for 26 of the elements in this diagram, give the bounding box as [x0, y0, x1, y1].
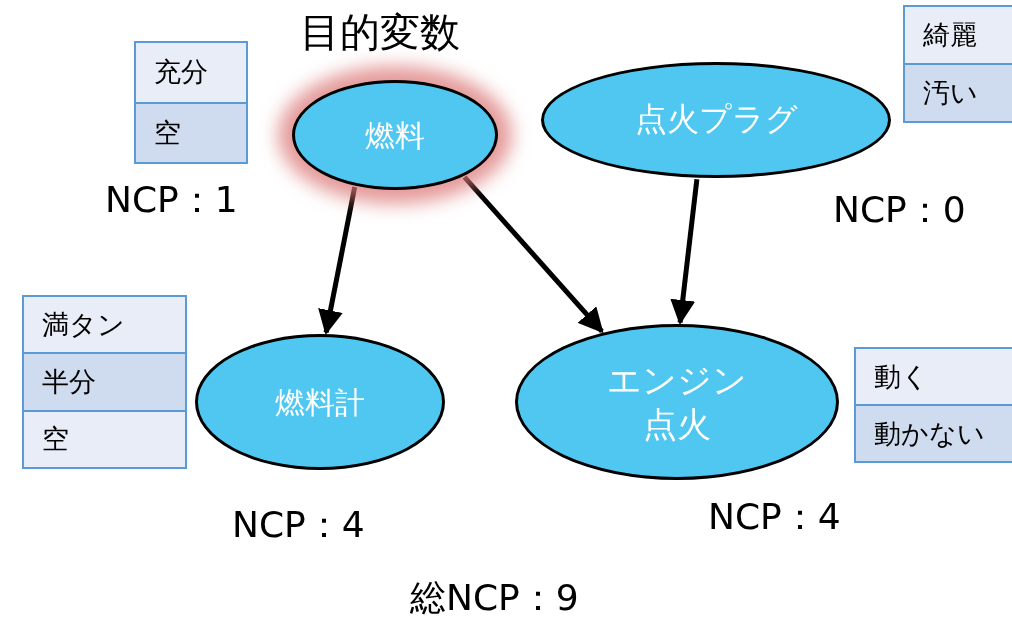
- state-table: [854, 347, 1012, 463]
- arrow: [462, 175, 604, 334]
- state-table: [134, 41, 248, 164]
- node-label: 点火プラグ: [634, 99, 798, 141]
- arrow: [670, 178, 700, 325]
- table-cell: 空: [24, 409, 185, 467]
- state-table: [903, 5, 1012, 123]
- table-cell: 満タン: [24, 297, 185, 353]
- ncp-label: NCP：4: [232, 507, 365, 543]
- node-label: エンジン点火: [606, 358, 748, 446]
- table-cell: 動かない: [856, 404, 1012, 461]
- table-cell: 汚い: [905, 63, 1012, 121]
- state-table: [22, 295, 187, 469]
- ncp-label: NCP：0: [833, 192, 966, 228]
- node-label: 燃料計: [275, 383, 365, 422]
- table-cell: 充分: [136, 43, 246, 102]
- table-cell: 綺麗: [905, 7, 1012, 63]
- ncp-label: NCP：4: [708, 499, 841, 535]
- table-cell: 空: [136, 101, 246, 162]
- table-cell: 半分: [24, 352, 185, 410]
- table-cell: 動く: [856, 349, 1012, 404]
- variable-ellipse: [292, 80, 498, 190]
- ncp-label: NCP：1: [105, 182, 238, 218]
- heading: 目的変数: [300, 12, 460, 52]
- node-label: 燃料: [365, 116, 425, 155]
- total-label: 総NCP：9: [410, 580, 579, 616]
